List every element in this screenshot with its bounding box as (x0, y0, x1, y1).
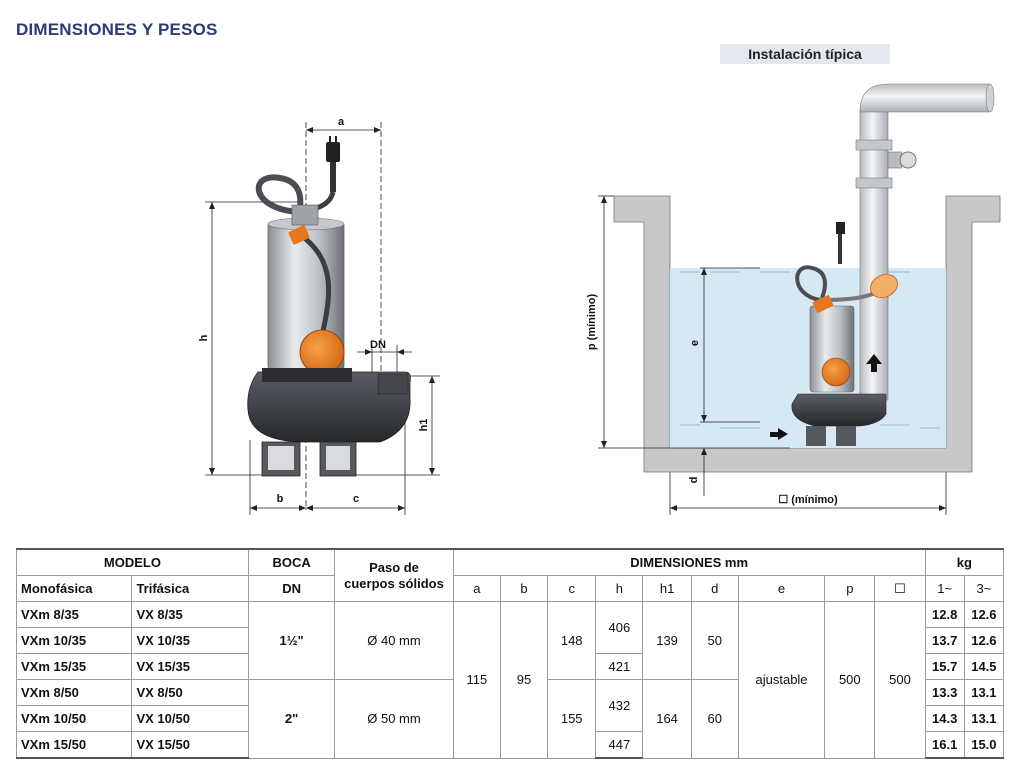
header-col-h: h (595, 575, 644, 602)
header-trifasica: Trifásica (131, 575, 249, 602)
table-row: VXm 8/50 VX 8/50 2" Ø 50 mm 155 432 164 … (15, 679, 1005, 759)
table-row: VXm 8/35 VX 8/35 1½" Ø 40 mm 115 95 148 … (15, 601, 1005, 759)
header-dimensiones: DIMENSIONES mm (452, 548, 926, 576)
page-title: DIMENSIONES Y PESOS (16, 20, 218, 39)
kg-1: 14.3 (924, 705, 965, 732)
installation-drawing: p (mínimo) e d ☐ (mínimo) (586, 83, 1001, 515)
dimensions-table: MODELO BOCA Paso de cuerpos sólidos DIME… (15, 548, 1005, 759)
header-boca: BOCA (247, 548, 336, 576)
kg-1: 13.3 (924, 679, 965, 706)
value-a: 115 (452, 601, 501, 759)
model-mono: VXm 8/35 (15, 601, 133, 628)
dim-p-label: p (mínimo) (586, 294, 598, 351)
value-h: 447 (595, 731, 644, 759)
kg-3: 12.6 (963, 627, 1005, 654)
kg-3: 12.6 (963, 601, 1005, 628)
dim-h1-label: h1 (418, 419, 430, 432)
kg-1: 15.7 (924, 653, 965, 680)
value-p: 500 (824, 601, 876, 759)
table-row: VXm 15/50 VX 15/50 447 16.1 15.0 (15, 731, 1005, 759)
header-col-h1: h1 (642, 575, 692, 602)
model-mono: VXm 15/50 (15, 731, 133, 759)
pump-dimension-drawing: a h h1 b c DN (198, 116, 440, 515)
kg-1: 16.1 (924, 731, 965, 759)
model-tri: VX 15/35 (131, 653, 249, 680)
header-dn: DN (247, 575, 336, 602)
header-col-e: e (737, 575, 826, 602)
installation-label: Instalación típica (720, 44, 890, 64)
kg-1: 13.7 (924, 627, 965, 654)
boca-value: 1½" (247, 601, 336, 680)
plug-icon (326, 136, 340, 192)
header-kg: kg (924, 548, 1005, 576)
model-mono: VXm 15/35 (15, 653, 133, 680)
model-tri: VX 8/50 (131, 679, 249, 706)
header-monofasica: Monofásica (15, 575, 133, 602)
flow-up-arrow-icon (866, 354, 882, 372)
model-mono: VXm 10/35 (15, 627, 133, 654)
model-mono: VXm 10/50 (15, 705, 133, 732)
dim-e-label: e (689, 340, 701, 346)
dim-box-label: ☐ (mínimo) (778, 494, 838, 506)
dim-c-label: c (353, 493, 359, 505)
kg-3: 15.0 (963, 731, 1005, 759)
model-mono: VXm 8/50 (15, 679, 133, 706)
header-col-b: b (499, 575, 549, 602)
paso-value: Ø 50 mm (334, 679, 454, 759)
header-col-p: p (824, 575, 876, 602)
kg-3: 13.1 (963, 705, 1005, 732)
value-b: 95 (499, 601, 549, 759)
header-modelo: MODELO (16, 548, 249, 576)
value-h1: 164 (642, 679, 692, 759)
header-col-box: ☐ (874, 575, 926, 602)
value-box: 500 (874, 601, 926, 759)
model-tri: VX 15/50 (131, 731, 249, 759)
model-tri: VX 8/35 (131, 601, 249, 628)
table-row: VXm 10/50 VX 10/50 14.3 13.1 (15, 705, 1005, 732)
dim-dn-label: DN (370, 339, 386, 351)
value-d: 50 (690, 601, 739, 680)
header-paso: Paso de cuerpos sólidos (334, 548, 454, 602)
dim-b-label: b (277, 493, 284, 505)
technical-drawings: a h h1 b c DN (198, 83, 1001, 515)
kg-3: 14.5 (963, 653, 1005, 680)
header-col-d: d (690, 575, 739, 602)
value-h: 432 (595, 679, 644, 732)
model-tri: VX 10/50 (131, 705, 249, 732)
value-e: ajustable (737, 601, 826, 759)
value-h1: 139 (642, 601, 692, 680)
value-c: 155 (547, 679, 597, 759)
kg-3: 13.1 (963, 679, 1005, 706)
value-d: 60 (690, 679, 739, 759)
model-tri: VX 10/35 (131, 627, 249, 654)
value-h: 421 (595, 653, 644, 680)
header-col-a: a (452, 575, 501, 602)
dim-h-label: h (198, 334, 210, 341)
header-col-c: c (547, 575, 597, 602)
dim-a-label: a (338, 116, 345, 128)
value-h: 406 (595, 601, 644, 654)
table-row: VXm 10/35 VX 10/35 13.7 12.6 (15, 627, 1005, 654)
value-c: 148 (547, 601, 597, 680)
boca-value: 2" (247, 679, 336, 759)
dim-d-label: d (688, 477, 700, 484)
table-row: VXm 15/35 VX 15/35 421 15.7 14.5 (15, 653, 1005, 680)
paso-value: Ø 40 mm (334, 601, 454, 680)
header-kg-1: 1~ (924, 575, 965, 602)
inlet-arrow-icon (770, 428, 788, 440)
header-kg-3: 3~ (963, 575, 1005, 602)
kg-1: 12.8 (924, 601, 965, 628)
